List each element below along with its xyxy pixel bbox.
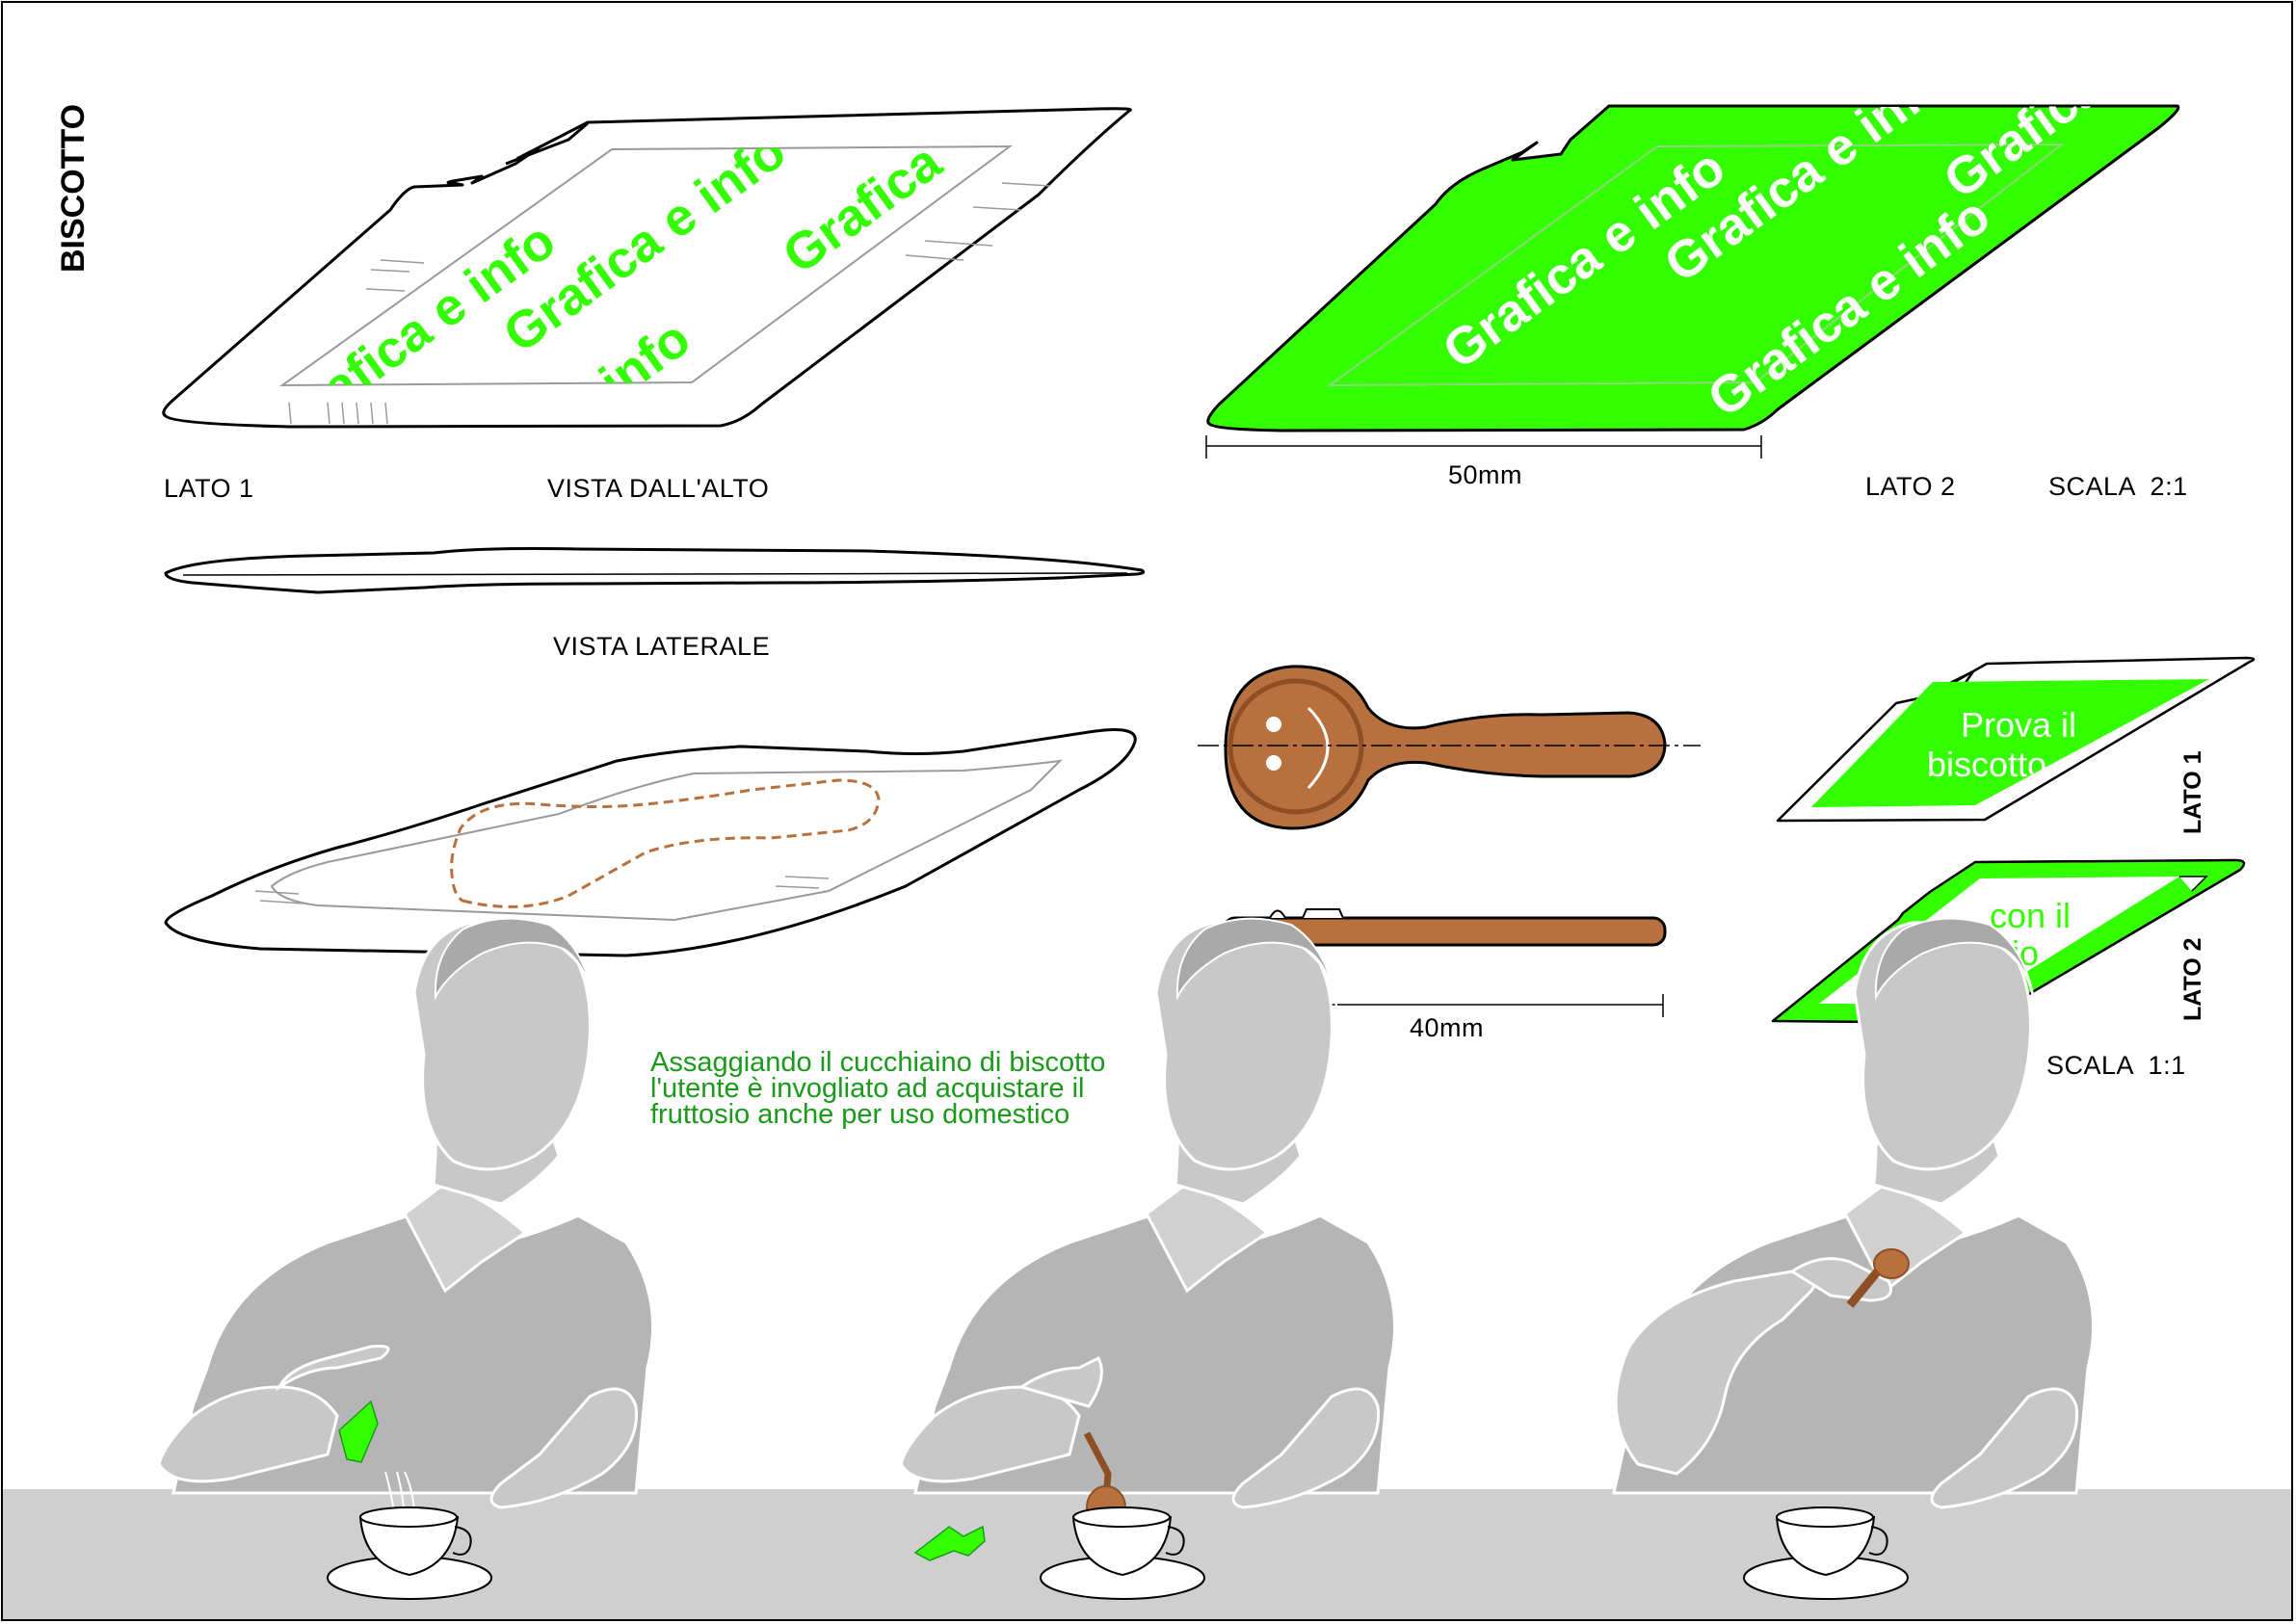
label-top-view: VISTA DALL'ALTO [547,474,770,503]
person-tasting-spoon [1612,917,2096,1600]
sheet-title: BISCOTTO [55,103,92,273]
label-scale-2-1: SCALA 2:1 [2048,472,2188,501]
label-scale-1-1: SCALA 1:1 [2046,1051,2186,1080]
label-side2: LATO 2 [1865,472,1956,501]
small-packet-text: Prova il [1961,705,2076,745]
biscuit-spoon-side-view [1222,908,1667,947]
person-pouring-fructose [157,917,655,1600]
label-dimension-40mm: 40mm [1410,1013,1485,1042]
label-side-view: VISTA LATERALE [553,632,771,661]
label-dimension-50mm: 50mm [1448,460,1523,489]
usage-note-line: Assaggiando il cucchiaino di biscotto [650,1047,1106,1078]
packet-perspective-view [164,728,1137,957]
small-packet-side1: Prova il biscotto [1776,656,2256,823]
small-packet-text: con il [1990,896,2071,935]
label-small-side1: LATO 1 [2179,750,2206,834]
dimension-50mm [1205,435,1762,458]
usage-note: Assaggiando il cucchiaino di biscotto l'… [650,1047,1106,1130]
biscuit-spoon-top-view [1198,665,1701,830]
usage-note-line: fruttosio anche per uso domestico [650,1099,1070,1130]
espresso-cup [1040,1506,1205,1600]
usage-note-line: l'utente è invogliato ad acquistare il [650,1073,1085,1104]
small-packet-text: biscotto [1927,745,2046,784]
packet-top-view-side1: afica e info Grafica e info info Grafica [162,107,1132,429]
espresso-cup [327,1506,492,1600]
person-stirring-spoon [899,917,1397,1600]
label-small-side2: LATO 2 [2179,937,2206,1021]
packet-side-view [164,547,1146,594]
label-side1: LATO 1 [164,474,254,503]
espresso-cup [1743,1506,1909,1600]
